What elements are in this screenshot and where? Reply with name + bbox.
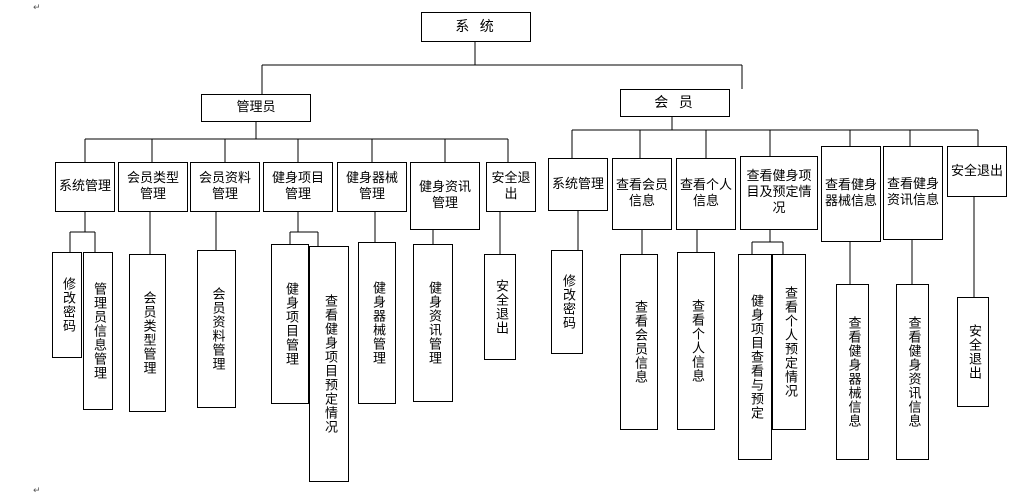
- admin-module-member-data: 会员资料管理: [190, 162, 260, 212]
- leaf-admin-info: 管理员信息管理: [83, 252, 113, 410]
- module-label: 查看个人信息: [679, 178, 732, 209]
- leaf-view-booking: 查看健身项目预定情况: [309, 246, 349, 482]
- leaf-member-data: 会员资料管理: [197, 250, 236, 408]
- leaf-book-fitness: 健身项目查看与预定: [738, 254, 772, 460]
- leaf-view-members: 查看会员信息: [620, 254, 658, 430]
- leaf-label: 健身项目查看与预定: [748, 294, 763, 420]
- leaf-fitness-item: 健身项目管理: [271, 244, 309, 404]
- module-label: 查看健身项目及预定情况: [746, 169, 812, 216]
- admin-module-logout: 安全退出: [486, 162, 536, 212]
- leaf-label: 健身资讯管理: [426, 281, 441, 365]
- member-module-view-members: 查看会员信息: [612, 158, 672, 230]
- leaf-label: 查看个人预定情况: [782, 286, 797, 398]
- leaf-equipment: 健身器械管理: [358, 242, 396, 404]
- member-module-equipment: 查看健身器械信息: [821, 146, 881, 242]
- leaf-news: 健身资讯管理: [413, 244, 453, 402]
- admin-module-system: 系统管理: [55, 162, 115, 212]
- leaf-view-self: 查看个人信息: [677, 252, 715, 430]
- module-label: 安全退出: [491, 171, 531, 202]
- leaf-label: 安全退出: [493, 279, 508, 335]
- module-label: 健身项目管理: [271, 171, 324, 202]
- root-label: 系 统: [455, 19, 497, 35]
- member-node: 会 员: [620, 89, 730, 117]
- leaf-label: 健身器械管理: [370, 281, 385, 365]
- module-label: 查看会员信息: [615, 178, 668, 209]
- member-module-news: 查看健身资讯信息: [883, 146, 943, 240]
- leaf-my-bookings: 查看个人预定情况: [772, 254, 806, 430]
- module-label: 系统管理: [551, 176, 604, 192]
- leaf-member-type: 会员类型管理: [129, 254, 166, 412]
- module-label: 系统管理: [58, 179, 111, 194]
- leaf-label: 健身项目管理: [283, 282, 298, 366]
- admin-module-equipment: 健身器械管理: [337, 162, 407, 212]
- admin-module-member-type: 会员类型管理: [118, 162, 188, 212]
- leaf-label: 管理员信息管理: [91, 282, 106, 380]
- module-label: 安全退出: [950, 163, 1003, 179]
- admin-module-fitness-item: 健身项目管理: [263, 162, 333, 212]
- leaf-label: 查看个人信息: [689, 299, 704, 383]
- paragraph-mark: ↵: [33, 486, 41, 496]
- member-module-logout: 安全退出: [947, 146, 1007, 197]
- leaf-label: 会员类型管理: [140, 291, 156, 375]
- leaf-view-news: 查看健身资讯信息: [896, 284, 929, 460]
- leaf-label: 修改密码: [60, 277, 75, 333]
- leaf-member-logout: 安全退出: [957, 297, 989, 407]
- module-label: 查看健身器械信息: [824, 178, 877, 209]
- member-module-fitness: 查看健身项目及预定情况: [740, 156, 818, 230]
- paragraph-mark: ↵: [33, 3, 41, 13]
- member-module-system: 系统管理: [548, 158, 608, 211]
- admin-module-news: 健身资讯管理: [410, 162, 480, 230]
- module-label: 查看健身资讯信息: [886, 177, 939, 208]
- leaf-label: 安全退出: [966, 324, 981, 380]
- leaf-label: 查看健身项目预定情况: [322, 294, 337, 434]
- admin-node: 管理员: [201, 94, 311, 122]
- leaf-label: 查看会员信息: [632, 300, 647, 384]
- leaf-label: 查看健身器械信息: [845, 316, 861, 428]
- leaf-member-password: 修改密码: [551, 250, 583, 354]
- module-label: 健身资讯管理: [418, 180, 471, 211]
- leaf-logout: 安全退出: [484, 254, 516, 360]
- member-module-view-self: 查看个人信息: [676, 158, 736, 230]
- module-label: 会员资料管理: [198, 171, 251, 202]
- leaf-change-password: 修改密码: [52, 252, 82, 358]
- root-node: 系 统: [421, 12, 531, 42]
- leaf-label: 修改密码: [560, 274, 575, 330]
- leaf-label: 会员资料管理: [209, 287, 225, 371]
- admin-label: 管理员: [236, 100, 276, 115]
- member-label: 会 员: [654, 95, 696, 111]
- module-label: 健身器械管理: [345, 171, 398, 202]
- leaf-view-equipment: 查看健身器械信息: [836, 284, 869, 460]
- leaf-label: 查看健身资讯信息: [905, 316, 921, 428]
- module-label: 会员类型管理: [126, 171, 179, 202]
